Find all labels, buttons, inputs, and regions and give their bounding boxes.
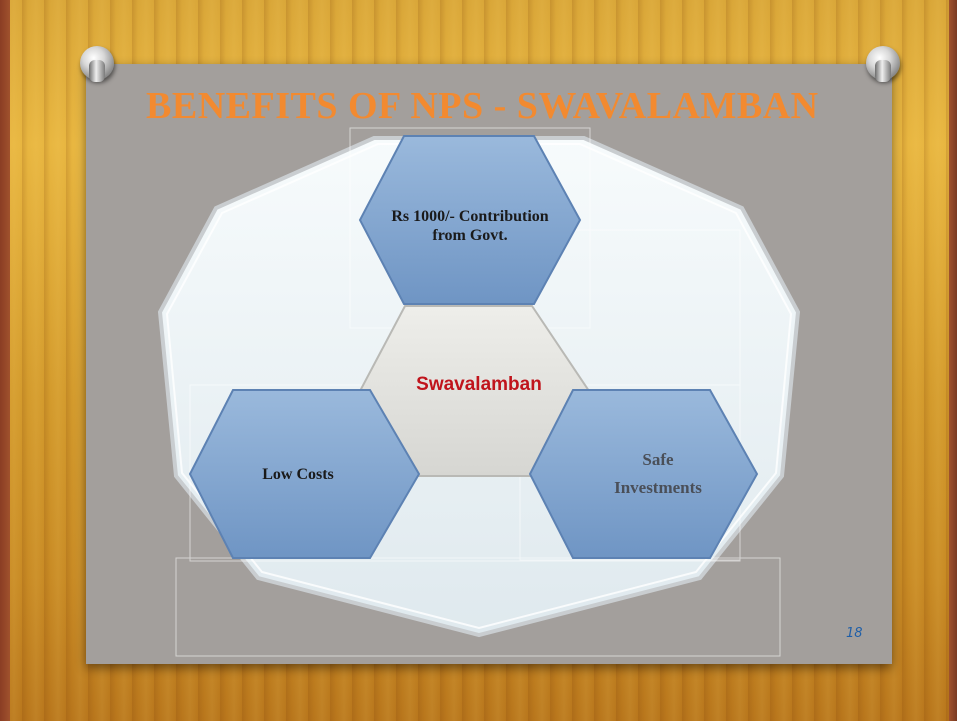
wood-edge-right [949, 0, 957, 721]
slide-title: BENEFITS OF NPS - SWAVALAMBAN [146, 85, 819, 127]
hexagon-right [528, 389, 759, 559]
benefit-label-left: Low Costs [262, 465, 334, 483]
decagon-plate-inner-edge [165, 143, 793, 630]
page-number: 18 [846, 626, 863, 641]
pushpin-right-icon [866, 46, 900, 82]
benefit-label-top: Rs 1000/- Contribution from Govt. [391, 208, 549, 244]
pushpin-left-icon [80, 46, 114, 82]
benefit-label-right: Safe Investments [614, 450, 702, 497]
center-label: Swavalamban [416, 374, 542, 395]
wood-edge-left [0, 0, 10, 721]
hexagon-top [358, 135, 582, 305]
hexagon-left [188, 389, 421, 559]
